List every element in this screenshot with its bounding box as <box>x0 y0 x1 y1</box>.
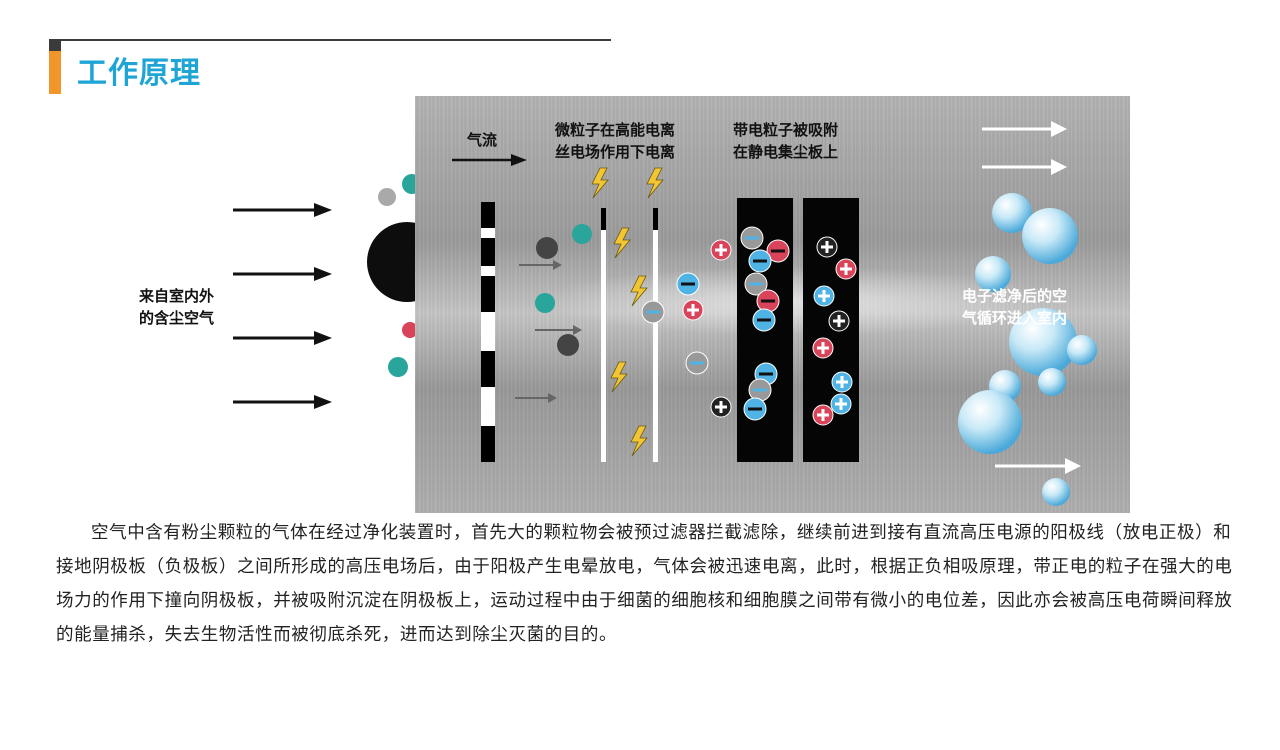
dust-particle <box>402 322 418 338</box>
plate1-particles <box>740 226 790 421</box>
pre-filter <box>481 202 495 462</box>
diagram-graphics <box>452 121 1097 506</box>
airflow-label: 气流 <box>467 131 498 149</box>
flow-arrows <box>515 260 582 403</box>
ionization-label: 微粒子在高能电离 丝电场作用下电离 <box>555 121 676 161</box>
airflow-arrow-icon <box>452 154 527 166</box>
inlet-label: 来自室内外 的含尘空气 <box>139 287 215 327</box>
airflow-glow <box>535 266 1055 336</box>
page-title: 工作原理 <box>77 56 201 91</box>
diagram-panel: 气流 微粒子在高能电离 丝电场作用下电离 带电粒子被吸附 在静电集尘板上 电子滤… <box>415 96 1130 513</box>
dust-particle <box>388 357 408 377</box>
outlet-arrows <box>982 121 1081 474</box>
particle <box>535 293 555 313</box>
title-accent-bar <box>49 51 61 94</box>
rule-corner-mark <box>49 39 61 51</box>
dust-particle <box>378 188 396 206</box>
collection-label: 带电粒子被吸附 在静电集尘板上 <box>733 121 839 161</box>
plate2-particles <box>812 236 857 426</box>
top-rule <box>49 39 611 41</box>
outlet-label: 电子滤净后的空 气循环进入室内 <box>962 287 1068 327</box>
description-paragraph: 空气中含有粉尘颗粒的气体在经过净化装置时，首先大的颗粒物会被预过滤器拦截滤除，继… <box>56 523 1233 645</box>
arrow-icon <box>233 203 332 409</box>
bubble-icon <box>958 193 1097 506</box>
charged-particles-field <box>641 239 732 418</box>
particle <box>557 334 579 356</box>
particle <box>536 237 558 259</box>
particle <box>572 224 592 244</box>
ionizing-wires <box>601 208 658 462</box>
